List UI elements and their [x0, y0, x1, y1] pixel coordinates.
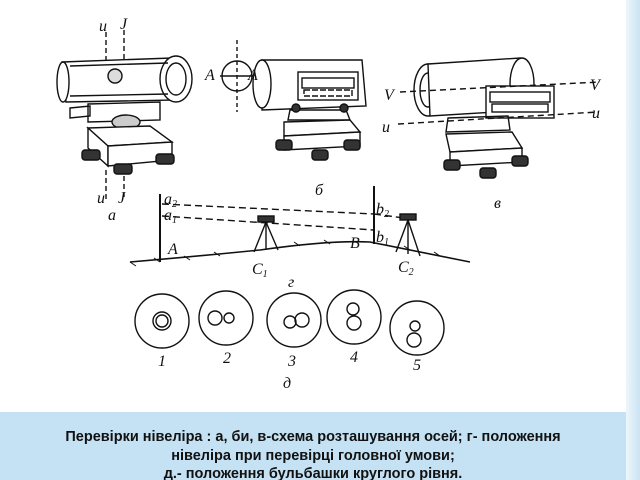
bubble-vial-1 — [134, 293, 190, 349]
axis-u-left-v: u — [382, 119, 390, 136]
caption-line-1: Перевірки нівеліра : а, би, в-схема розт… — [65, 429, 561, 445]
bubble-vial-4 — [326, 289, 382, 345]
vial-label-3: 3 — [287, 353, 296, 370]
label-point-b: B — [350, 235, 360, 252]
label-c1: C1 — [252, 261, 268, 280]
label-c2: C2 — [398, 259, 414, 278]
axis-j-bottom-a: J — [118, 190, 126, 207]
panel-a-caption: а — [108, 207, 116, 224]
axis-u-bottom-a: u — [97, 190, 105, 207]
level-instrument-a — [56, 30, 193, 200]
caption-line-3: д.- положення бульбашки круглого рівня. — [163, 466, 463, 480]
axis-v-left: V — [384, 87, 396, 104]
label-point-a: A — [167, 241, 178, 258]
bubble-vial-2 — [198, 290, 254, 346]
caption-line-2: нівеліра при перевірці головної умови; — [171, 447, 455, 464]
label-b2: b2 — [376, 201, 389, 220]
vial-label-1: 1 — [158, 353, 166, 370]
panel-v-caption: в — [494, 195, 501, 212]
main-condition-scheme — [129, 186, 471, 267]
slide-edge-strip — [626, 0, 640, 480]
axis-a-right-b: A — [247, 67, 258, 84]
panel-b-caption: б — [315, 182, 324, 199]
bubble-vial-5 — [389, 300, 445, 356]
vial-label-2: 2 — [223, 350, 231, 367]
vial-label-5: 5 — [413, 357, 421, 374]
bubble-vial-3 — [266, 292, 322, 348]
axis-u-right-v: u — [592, 105, 600, 122]
vial-label-4: 4 — [350, 349, 358, 366]
label-a2: a2 — [164, 191, 177, 210]
bubble-positions — [134, 289, 445, 356]
axis-v-right: V — [590, 77, 602, 94]
label-a1: a1 — [164, 207, 177, 226]
axis-u-top-a: u — [99, 18, 107, 35]
panel-d-caption: д — [283, 375, 291, 392]
level-instrument-v — [397, 57, 601, 179]
level-instrument-b — [220, 40, 367, 161]
axis-a-left-b: A — [204, 67, 215, 84]
caption-box: Перевірки нівеліра : а, би, в-схема розт… — [0, 412, 626, 480]
label-b1: b1 — [376, 229, 389, 248]
level-checks-figure: u J u J а A A б V V u u в a2 a1 b2 b1 A … — [56, 16, 602, 392]
axis-j-top-a: J — [120, 16, 128, 33]
panel-g-caption: г — [288, 274, 294, 291]
